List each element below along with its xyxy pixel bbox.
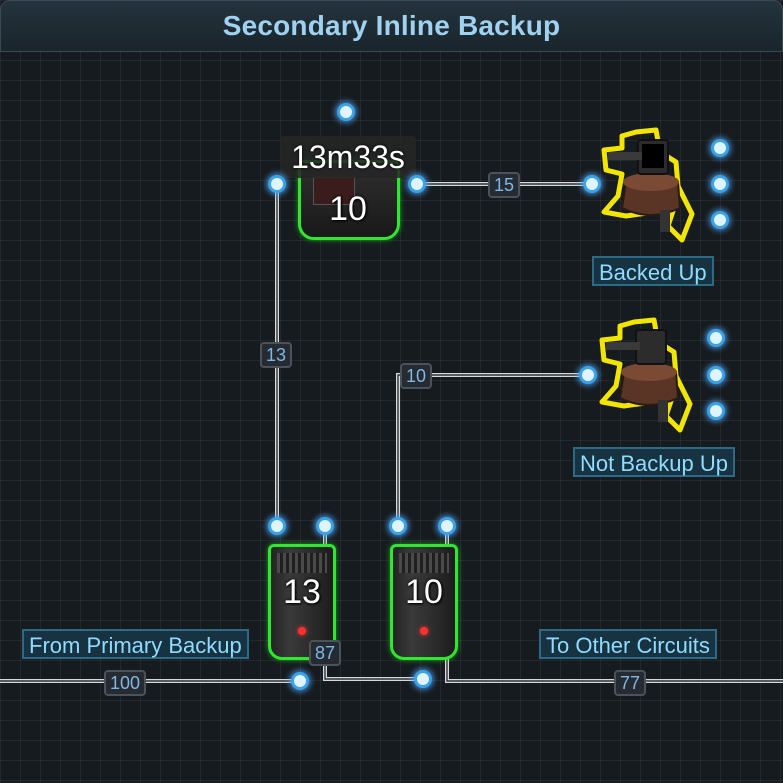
- label-to-other-circuits: To Other Circuits: [539, 629, 717, 659]
- switch-vent: [277, 553, 327, 573]
- electrical-branch-right[interactable]: 10: [390, 544, 458, 660]
- turret2-port-c[interactable]: [707, 402, 725, 420]
- wire-badge-77: 77: [614, 670, 647, 696]
- switch-left-port-a[interactable]: [268, 517, 286, 535]
- switch-left-port-b[interactable]: [316, 517, 334, 535]
- timer-input-port[interactable]: [268, 175, 286, 193]
- wire-badge-13: 13: [260, 342, 293, 368]
- auto-turret-backed-up[interactable]: [598, 122, 702, 250]
- auto-turret-not-backup-up[interactable]: [596, 312, 700, 440]
- switch-left-value: 13: [283, 573, 321, 611]
- switch-right-value: 10: [405, 573, 443, 611]
- wire-badge-10: 10: [400, 363, 433, 389]
- turret1-port-c[interactable]: [711, 211, 729, 229]
- turret2-input-port[interactable]: [579, 366, 597, 384]
- wire-badge-15: 15: [488, 172, 521, 198]
- status-led: [420, 627, 428, 635]
- title-bar: Secondary Inline Backup: [0, 0, 783, 52]
- switch-left-input-port[interactable]: [291, 672, 309, 690]
- label-from-primary-backup: From Primary Backup: [22, 629, 249, 659]
- turret1-port-b[interactable]: [711, 175, 729, 193]
- turret2-port-a[interactable]: [707, 329, 725, 347]
- switch-right-port-b[interactable]: [438, 517, 456, 535]
- switch-vent: [399, 553, 449, 573]
- timer-output-port[interactable]: [408, 175, 426, 193]
- timer-power-value: 10: [329, 190, 367, 228]
- switch-right-port-a[interactable]: [389, 517, 407, 535]
- label-backed-up: Backed Up: [592, 256, 714, 286]
- turret2-port-b[interactable]: [707, 366, 725, 384]
- switch-right-input-port[interactable]: [414, 670, 432, 688]
- wire-switch-to-turret2: [396, 373, 590, 528]
- timer-top-port[interactable]: [337, 103, 355, 121]
- turret1-input-port[interactable]: [583, 175, 601, 193]
- status-led: [298, 627, 306, 635]
- wire-badge-87: 87: [309, 640, 342, 666]
- turret1-port-a[interactable]: [711, 139, 729, 157]
- label-not-backup-up: Not Backup Up: [573, 447, 735, 477]
- page-title: Secondary Inline Backup: [222, 10, 561, 41]
- wire-badge-100: 100: [104, 670, 147, 696]
- timer-countdown: 13m33s: [280, 136, 416, 178]
